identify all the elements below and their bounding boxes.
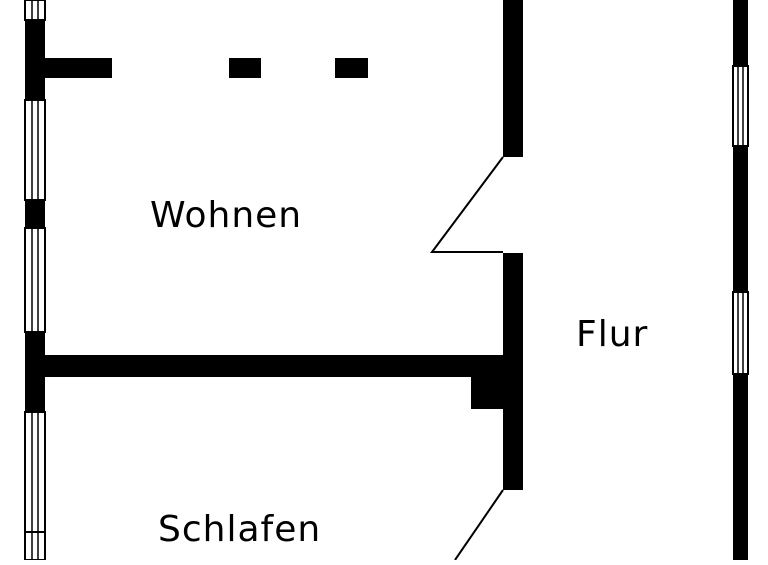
right-exterior-wall xyxy=(732,0,749,560)
dashed-wall-segment-2 xyxy=(335,58,368,78)
wall-wohnen-schlafen xyxy=(25,355,515,377)
door-wohnen xyxy=(430,156,504,253)
room-label-wohnen: Wohnen xyxy=(150,195,303,236)
door-schlafen xyxy=(454,489,504,561)
left-exterior-wall xyxy=(24,0,46,561)
room-label-flur: Flur xyxy=(576,314,649,355)
window-right-1 xyxy=(732,65,749,147)
window-left-3 xyxy=(24,411,46,533)
wall-corner-block xyxy=(471,377,511,409)
dashed-wall-segment-1 xyxy=(229,58,261,78)
top-wall-stub xyxy=(45,58,112,78)
partition-wall-upper xyxy=(503,0,523,157)
window-left-1 xyxy=(24,99,46,201)
window-left-2 xyxy=(24,227,46,333)
room-label-schlafen: Schlafen xyxy=(158,509,322,550)
window-right-2 xyxy=(732,291,749,375)
